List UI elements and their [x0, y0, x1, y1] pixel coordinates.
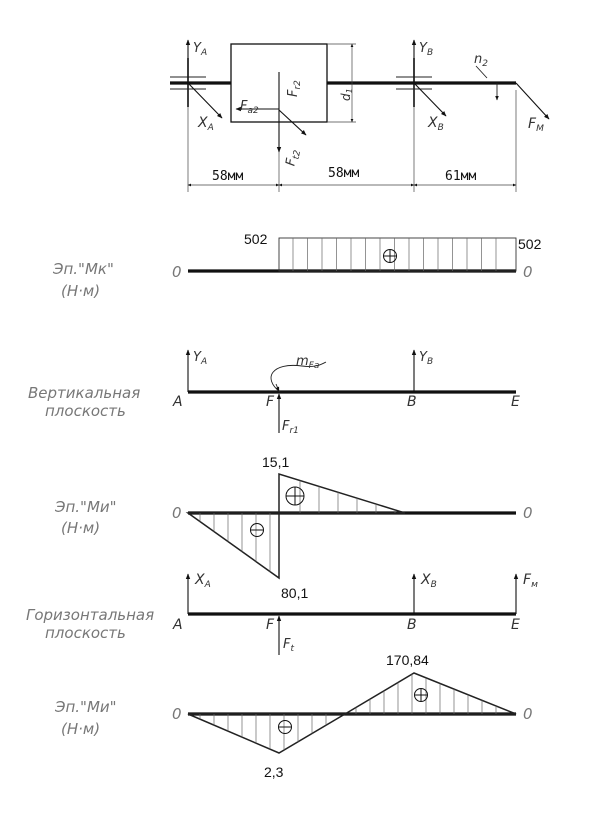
- horizontal-point-a: A: [172, 617, 183, 633]
- mv-zero-right: 0: [523, 504, 533, 522]
- torque-area: [278, 237, 517, 272]
- torque-units: (Н·м): [61, 282, 100, 300]
- plus-sign: [383, 249, 397, 263]
- vertical-point-a: A: [172, 394, 183, 410]
- vertical-label-yb: YB: [419, 350, 433, 367]
- vertical-label-m: mFa: [296, 354, 319, 371]
- label-fr2: Fr2: [286, 80, 303, 97]
- torque-zero-right: 0: [523, 263, 533, 281]
- label-xa: XA: [197, 115, 214, 133]
- torque-title: Эп."Мк": [52, 260, 114, 278]
- horizontal-plane: Горизонтальная плоскость XA XB Fм Ft A F…: [26, 572, 538, 655]
- horizontal-moment-diagram: Эп."Ми" (Н·м) 0 0 170,84 2,3: [54, 652, 533, 780]
- horizontal-label-xa: XA: [194, 572, 211, 590]
- label-yb: YB: [419, 41, 433, 58]
- force-xa-arrow: [187, 82, 223, 119]
- label-xb: XB: [427, 115, 444, 133]
- vertical-point-f: F: [266, 394, 275, 410]
- vertical-label-fr: Fr1: [282, 419, 299, 436]
- shaft-scheme: YA XA YB XB Fa2 Fr2 Ft2 d1 n2 FM: [170, 39, 550, 192]
- dimension-2: 58мм: [328, 166, 359, 181]
- vertical-subtitle: плоскость: [45, 402, 126, 420]
- label-fm: FM: [528, 116, 544, 134]
- minus-sign: [250, 523, 264, 537]
- horizontal-label-ft: Ft: [283, 637, 294, 654]
- vertical-plane: Вертикальная плоскость YA YB Fr1 mFa A F…: [28, 349, 520, 436]
- label-ft2: Ft2: [283, 148, 303, 168]
- moment-arrow: [275, 383, 280, 392]
- torque-hatch: [292, 238, 497, 271]
- horizontal-label-fm: Fм: [523, 572, 538, 590]
- label-ya: YA: [193, 41, 207, 58]
- mh-bottom-value: 2,3: [264, 764, 284, 780]
- vertical-moment-diagram: Эп."Ми" (Н·м) 0 0 15,1 80,1: [54, 454, 533, 601]
- mh-zero-left: 0: [172, 705, 182, 723]
- dimension-3: 61мм: [445, 169, 476, 184]
- horizontal-point-e: E: [511, 617, 520, 633]
- vertical-label-ya: YA: [193, 350, 207, 367]
- mh-positive-area: [342, 672, 517, 715]
- mv-positive-area: [278, 472, 406, 514]
- torque-value-right: 502: [518, 236, 542, 252]
- length-dimensions: [187, 90, 517, 192]
- vertical-title: Вертикальная: [28, 384, 140, 402]
- torque-zero-left: 0: [172, 263, 182, 281]
- plus-sign: [285, 486, 305, 506]
- vertical-point-e: E: [511, 394, 520, 410]
- mv-bottom-value: 80,1: [281, 585, 308, 601]
- plus-sign: [414, 688, 428, 702]
- horizontal-point-f: F: [266, 617, 275, 633]
- horizontal-subtitle: плоскость: [45, 624, 126, 642]
- mh-top-value: 170,84: [386, 652, 429, 668]
- mh-zero-right: 0: [523, 705, 533, 723]
- mv-zero-left: 0: [172, 504, 182, 522]
- horizontal-label-xb: XB: [420, 572, 437, 590]
- mh-negative-area: [187, 713, 348, 754]
- dimension-1: 58мм: [212, 169, 243, 184]
- moment-curve: [270, 361, 327, 393]
- force-xb-arrow: [413, 82, 447, 117]
- label-d1: d1: [339, 88, 354, 101]
- mv-units: (Н·м): [61, 519, 100, 537]
- horizontal-point-b: B: [407, 617, 417, 633]
- mv-negative-area: [185, 512, 280, 580]
- mh-hatch: [199, 674, 497, 751]
- torque-diagram: Эп."Мк" (Н·м) 0 0 502 502: [52, 231, 542, 300]
- label-fa2: Fa2: [240, 99, 259, 116]
- mv-top-value: 15,1: [262, 454, 289, 470]
- force-fm-arrow: [515, 82, 550, 120]
- force-ft2-arrow: [278, 109, 307, 136]
- label-n2: n2: [474, 52, 488, 69]
- torque-value-left: 502: [244, 231, 268, 247]
- mv-hatch: [199, 480, 396, 572]
- minus-sign: [278, 720, 292, 734]
- mh-units: (Н·м): [61, 720, 100, 738]
- vertical-point-b: B: [407, 394, 417, 410]
- horizontal-title: Горизонтальная: [26, 606, 154, 624]
- mh-title: Эп."Ми": [54, 698, 117, 716]
- mv-title: Эп."Ми": [54, 498, 117, 516]
